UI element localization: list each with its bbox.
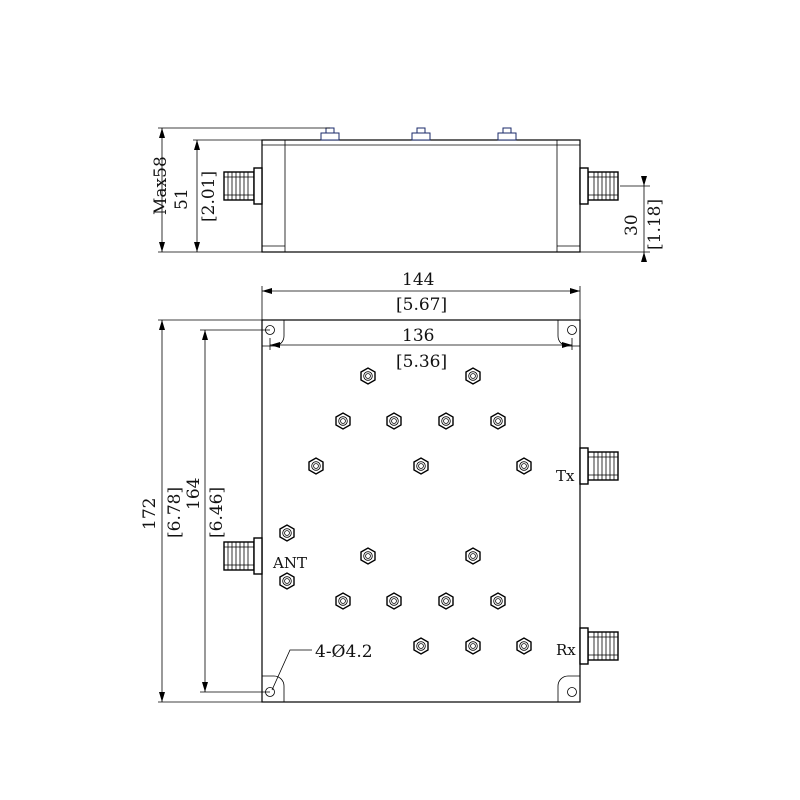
tuning-screw-icon bbox=[490, 412, 506, 430]
tuning-screw-icon bbox=[413, 637, 429, 655]
top-enclosure bbox=[261, 319, 581, 703]
tuning-screw-icon bbox=[335, 412, 351, 430]
mount-hole-icon bbox=[262, 675, 285, 703]
rx-label: Rx bbox=[556, 641, 576, 659]
dim-hole-spacing-y-inch: [6.46] bbox=[207, 487, 227, 538]
connector-icon bbox=[223, 167, 263, 205]
tuning-screw-icon bbox=[490, 592, 506, 610]
tuning-screw-icon bbox=[438, 592, 454, 610]
tuning-screw-icon bbox=[465, 637, 481, 655]
dim-connector-offset: 30 bbox=[622, 214, 642, 236]
tuning-screw-icon bbox=[516, 637, 532, 655]
tuning-screw-icon bbox=[411, 127, 431, 141]
tuning-screw-icon bbox=[386, 592, 402, 610]
dim-height-inch: [2.01] bbox=[199, 171, 219, 222]
rx-connector-icon bbox=[579, 627, 619, 665]
dim-height-max: Max58 bbox=[151, 156, 171, 215]
tuning-screw-icon bbox=[308, 457, 324, 475]
tuning-screw-icon bbox=[279, 524, 295, 542]
dim-width-overall: 144 bbox=[402, 270, 434, 290]
dim-hole-spacing-x-inch: [5.36] bbox=[396, 352, 447, 372]
tuning-screw-icon bbox=[438, 412, 454, 430]
ant-label: ANT bbox=[272, 554, 307, 572]
mount-hole-icon bbox=[557, 319, 580, 347]
tx-connector-icon bbox=[579, 447, 619, 485]
mount-hole-icon bbox=[262, 319, 285, 347]
tuning-screw-icon bbox=[465, 367, 481, 385]
side-enclosure bbox=[261, 139, 581, 253]
dim-hole-spacing-y: 164 bbox=[184, 478, 204, 510]
tuning-screw-icon bbox=[413, 457, 429, 475]
tuning-screw-icon bbox=[320, 127, 340, 141]
top-view: ANT Tx Rx 144 [5.67] 136 [5.36] 1 bbox=[140, 270, 619, 703]
connector-icon bbox=[579, 167, 619, 205]
ant-connector-icon bbox=[223, 537, 263, 575]
mount-hole-callout: 4-Ø4.2 bbox=[315, 642, 373, 662]
dim-hole-spacing-x: 136 bbox=[402, 326, 434, 346]
tx-label: Tx bbox=[556, 467, 575, 485]
tuning-screw-icon bbox=[497, 127, 517, 141]
tuning-screw-icon bbox=[360, 367, 376, 385]
dim-connector-offset-inch: [1.18] bbox=[645, 199, 665, 250]
mount-hole-icon bbox=[557, 675, 580, 703]
dim-length-overall: 172 bbox=[140, 498, 160, 530]
side-view: Max58 51 [2.01] 30 [1.18] bbox=[151, 127, 665, 262]
tuning-screw-icon bbox=[386, 412, 402, 430]
tuning-screw-icon bbox=[335, 592, 351, 610]
tuning-screw-icon bbox=[279, 572, 295, 590]
dim-height: 51 bbox=[172, 188, 192, 210]
tuning-screw-icon bbox=[360, 547, 376, 565]
tuning-screws bbox=[279, 367, 532, 655]
tuning-screw-icon bbox=[465, 547, 481, 565]
dim-width-overall-inch: [5.67] bbox=[396, 295, 447, 315]
dim-length-overall-inch: [6.78] bbox=[165, 487, 185, 538]
tuning-screw-icon bbox=[516, 457, 532, 475]
